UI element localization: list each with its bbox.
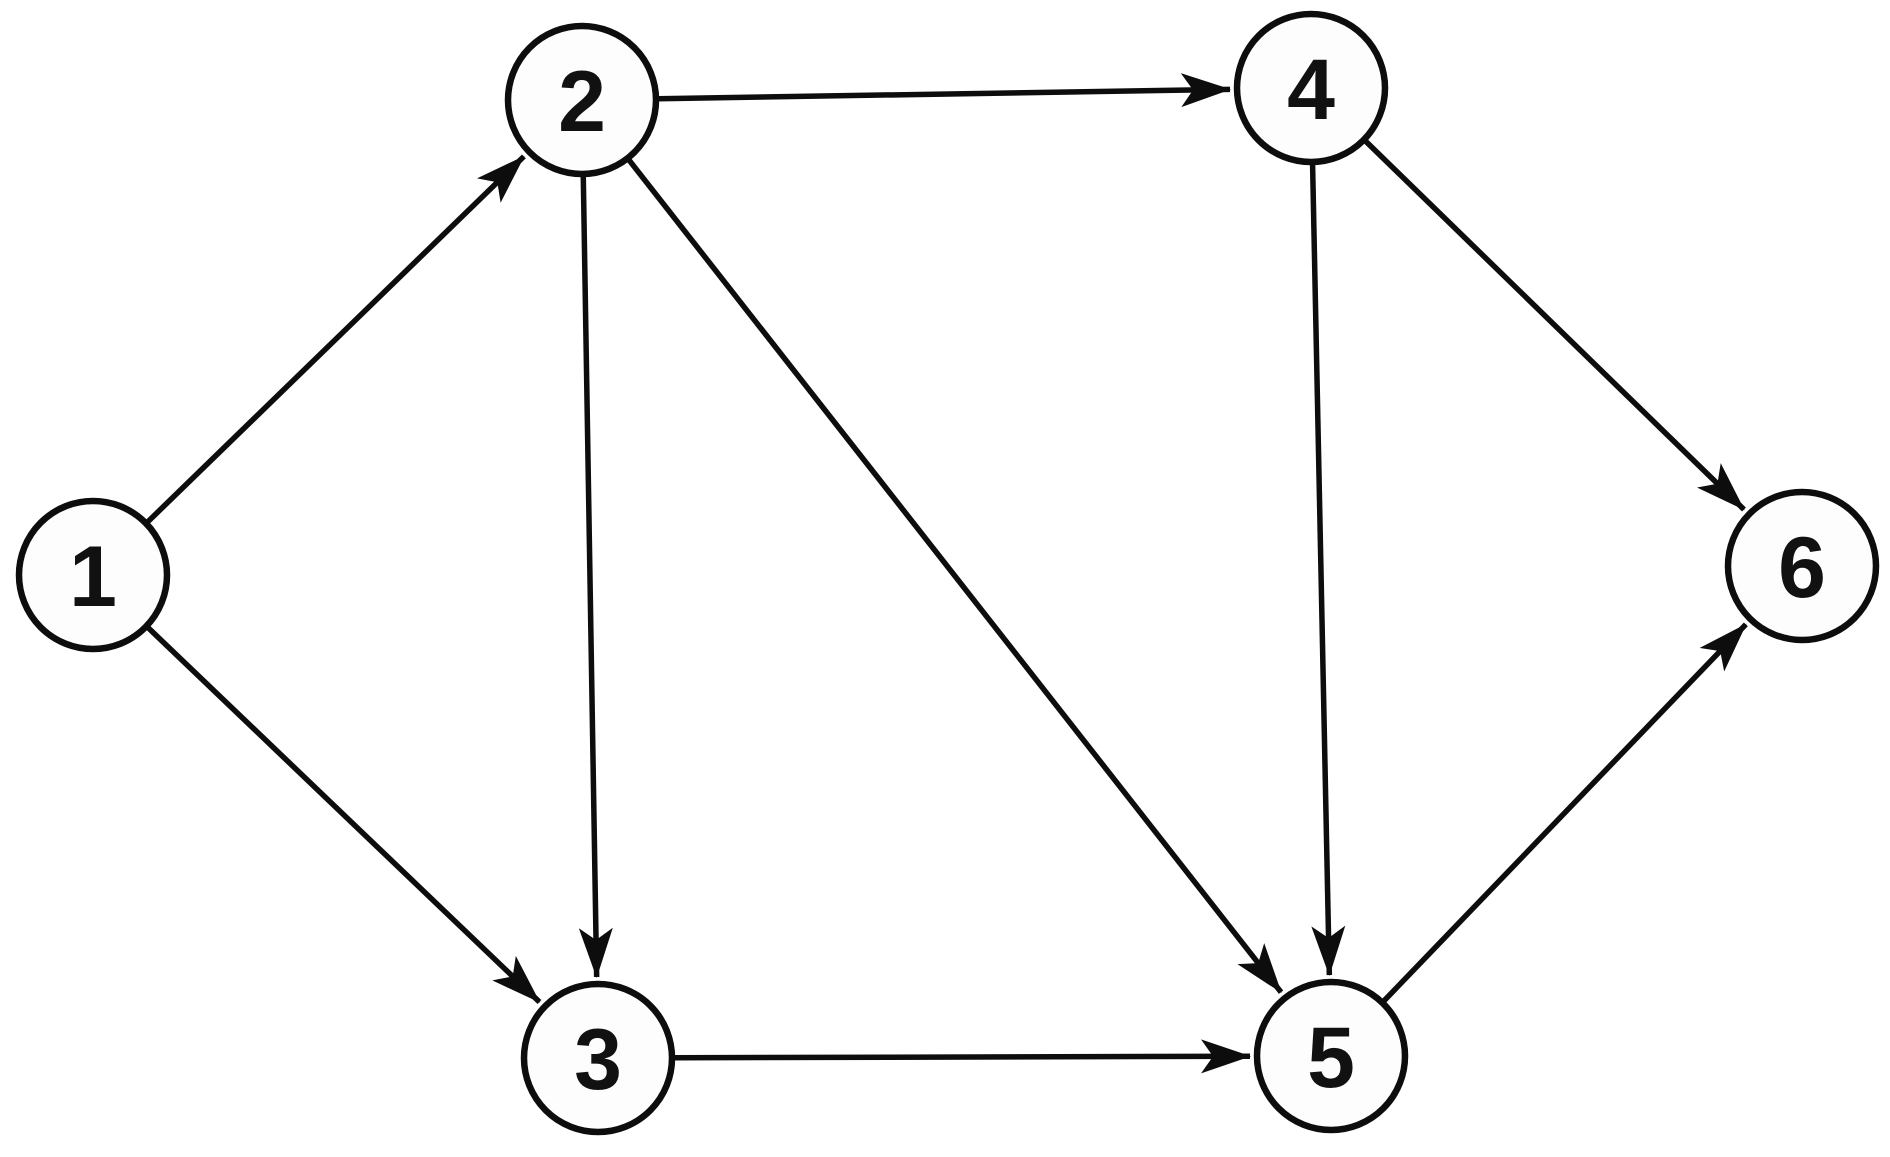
node-label-3: 3 (574, 1012, 622, 1108)
edge-4-to-5 (1309, 163, 1346, 977)
node-circle-3 (520, 980, 676, 1136)
node-label-1: 1 (69, 529, 117, 625)
edge-1-to-2 (145, 154, 526, 525)
node-circle-6 (1724, 488, 1880, 644)
graph-node-5: 5 (1253, 978, 1409, 1134)
node-circle-5 (1253, 978, 1409, 1134)
edge-2-to-4 (657, 73, 1232, 108)
node-label-6: 6 (1778, 520, 1826, 616)
node-label-2: 2 (558, 54, 606, 150)
edge-2-to-3 (578, 175, 613, 979)
node-layer: 1 2 3 4 5 6 (15, 10, 1880, 1136)
edge-layer (145, 73, 1748, 1074)
graph-node-4: 4 (1233, 10, 1389, 166)
graph-node-3: 3 (520, 980, 676, 1136)
edge-5-to-6 (1381, 622, 1748, 1004)
node-circle-1 (15, 497, 171, 653)
edge-3-to-5 (673, 1039, 1252, 1074)
node-circle-4 (1233, 10, 1389, 166)
edge-2-to-5 (626, 158, 1284, 994)
node-circle-2 (504, 22, 660, 178)
node-label-4: 4 (1287, 42, 1335, 138)
graph-node-6: 6 (1724, 488, 1880, 644)
graph-node-1: 1 (15, 497, 171, 653)
graph-node-2: 2 (504, 22, 660, 178)
node-label-5: 5 (1307, 1010, 1355, 1106)
edge-4-to-6 (1363, 139, 1746, 512)
edge-1-to-3 (146, 625, 542, 1005)
